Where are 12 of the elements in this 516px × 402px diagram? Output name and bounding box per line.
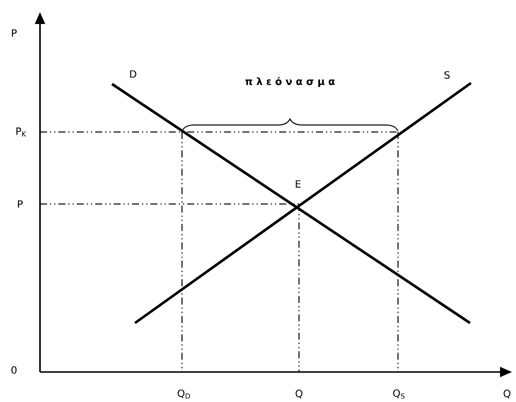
curve-label: D: [130, 70, 136, 78]
axis-label: Q$_{S}$: [393, 389, 405, 399]
axis-label: 0: [11, 366, 17, 374]
axis-label: Q: [296, 390, 302, 398]
axis-label: Q$_{D}$: [178, 389, 190, 399]
point-label: E: [296, 180, 301, 188]
axis-label: Q: [504, 390, 510, 398]
axis-label: P: [12, 29, 17, 37]
axis-label: P$_{K}$: [16, 128, 26, 136]
axis-label: P: [18, 200, 23, 208]
brace-label: π λ ε ό ν α σ μ α: [245, 76, 335, 88]
curve-label: S: [444, 71, 450, 79]
